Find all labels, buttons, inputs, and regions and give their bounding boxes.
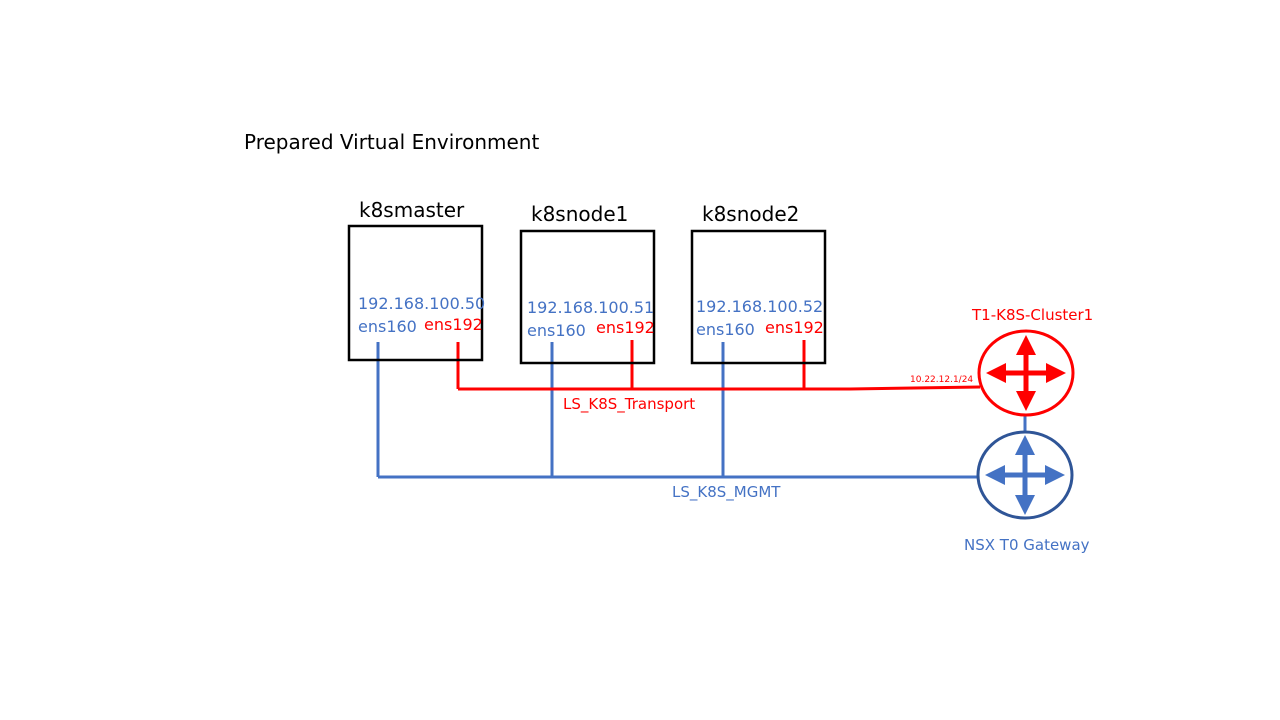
transport-interface-label: ens192 (596, 318, 655, 337)
node-k8snode2: k8snode2 192.168.100.52 ens160 ens192 (690, 202, 827, 365)
diagram-title: Prepared Virtual Environment (244, 130, 539, 154)
node-ip: 192.168.100.51 (527, 298, 654, 317)
transport-segment-label: LS_K8S_Transport (563, 395, 695, 414)
transport-uplink-line (849, 385, 981, 391)
node-name: k8snode1 (531, 202, 628, 226)
t1-router: T1-K8S-Cluster1 10.22.12.1/24 (910, 306, 1093, 417)
t1-router-ip: 10.22.12.1/24 (910, 375, 973, 385)
node-name: k8smaster (359, 198, 465, 222)
mgmt-network (376, 342, 1027, 479)
mgmt-interface-label: ens160 (358, 317, 417, 336)
transport-interface-label: ens192 (765, 318, 824, 337)
router-icon (977, 329, 1075, 417)
mgmt-interface-label: ens160 (696, 320, 755, 339)
vm-box (690, 229, 827, 365)
router-icon (976, 430, 1074, 520)
vm-box (347, 224, 484, 362)
transport-network (456, 340, 981, 391)
node-k8snode1: k8snode1 192.168.100.51 ens160 ens192 (519, 202, 656, 365)
node-k8smaster: k8smaster 192.168.100.50 ens160 ens192 (347, 198, 485, 362)
t0-gateway-label: NSX T0 Gateway (964, 536, 1090, 554)
node-ip: 192.168.100.52 (696, 297, 823, 316)
t1-router-label: T1-K8S-Cluster1 (971, 306, 1093, 324)
mgmt-segment-label: LS_K8S_MGMT (672, 483, 781, 502)
transport-interface-label: ens192 (424, 315, 483, 334)
node-name: k8snode2 (702, 202, 799, 226)
vm-box (519, 229, 656, 365)
t0-gateway: NSX T0 Gateway (964, 430, 1090, 554)
mgmt-interface-label: ens160 (527, 321, 586, 340)
node-ip: 192.168.100.50 (358, 294, 485, 313)
